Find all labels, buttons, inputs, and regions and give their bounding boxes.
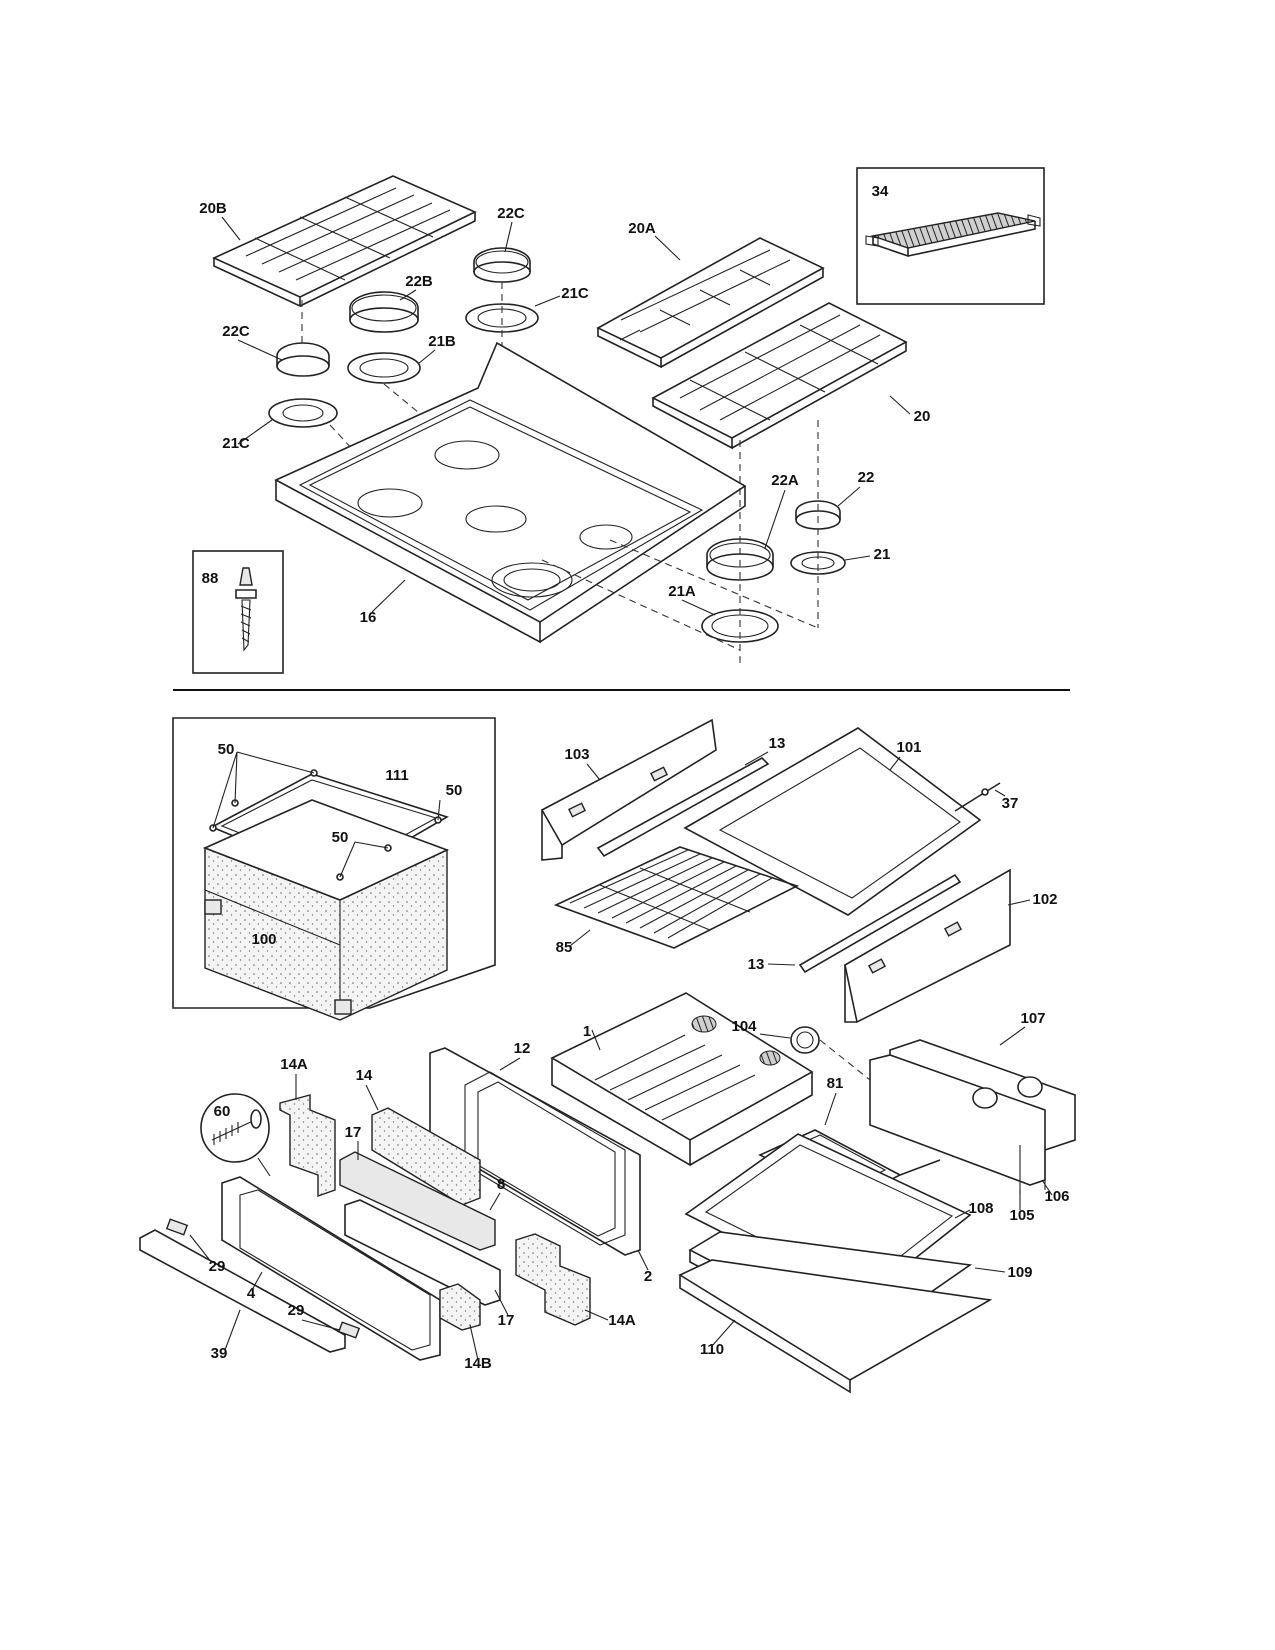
label-20B: 20B <box>199 200 227 217</box>
side-panel-102 <box>844 868 1011 1024</box>
label-50-a: 50 <box>218 741 235 758</box>
label-85: 85 <box>556 939 573 956</box>
label-34: 34 <box>872 183 889 200</box>
burner-ring-21C-left <box>268 398 338 428</box>
griddle-inset-34 <box>856 167 1045 305</box>
label-37: 37 <box>1002 795 1019 812</box>
label-81: 81 <box>827 1075 844 1092</box>
label-17-bottom: 17 <box>498 1312 515 1329</box>
label-108: 108 <box>968 1200 993 1217</box>
label-13-top: 13 <box>769 735 786 752</box>
label-20A: 20A <box>628 220 656 237</box>
label-22: 22 <box>858 469 875 486</box>
burner-ring-21B <box>347 352 421 384</box>
label-leaders <box>189 216 1053 1361</box>
label-60: 60 <box>214 1103 231 1120</box>
label-21B: 21B <box>428 333 456 350</box>
label-105: 105 <box>1009 1207 1034 1224</box>
label-100: 100 <box>251 931 276 948</box>
label-103: 103 <box>564 746 589 763</box>
rack-rail-13-bottom <box>798 873 962 974</box>
label-29-a: 29 <box>209 1258 226 1275</box>
bottom-plate-110 <box>678 1259 993 1394</box>
label-21: 21 <box>874 546 891 563</box>
grate-20A <box>596 237 825 369</box>
label-22B: 22B <box>405 273 433 290</box>
label-110: 110 <box>700 1341 724 1358</box>
insulation-14A-top <box>279 1094 336 1197</box>
label-111: 111 <box>385 767 408 784</box>
label-50-b: 50 <box>446 782 463 799</box>
grate-20B <box>212 175 477 308</box>
oven-rack-85 <box>553 846 800 949</box>
leader-line <box>329 424 396 496</box>
label-20: 20 <box>914 408 931 425</box>
label-13-bottom: 13 <box>748 956 765 973</box>
label-14B: 14B <box>464 1355 492 1372</box>
cooktop-16 <box>274 341 747 644</box>
insulation-14B <box>439 1283 481 1331</box>
label-4: 4 <box>247 1285 256 1302</box>
label-88: 88 <box>202 570 219 587</box>
label-12: 12 <box>514 1040 531 1057</box>
label-14: 14 <box>356 1067 373 1084</box>
screw-inset-88 <box>192 550 284 674</box>
drawer-front-4 <box>221 1176 441 1361</box>
insulation-14 <box>371 1107 481 1206</box>
label-109: 109 <box>1007 1264 1032 1281</box>
burner-cap-22C-top <box>473 247 531 283</box>
grate-20 <box>651 302 908 450</box>
label-21C-left: 21C <box>222 435 250 452</box>
side-panel-103 <box>540 718 717 861</box>
part-labels: 20B 22C 22B 21C 20A 34 22C 21B 21C 20 22… <box>199 183 1069 1372</box>
burner-cap-22C-left <box>276 342 330 377</box>
label-21A: 21A <box>668 583 696 600</box>
label-21C-top: 21C <box>561 285 589 302</box>
channel-17-top <box>339 1151 496 1251</box>
screw-inset-60 <box>200 1093 271 1177</box>
label-104: 104 <box>731 1018 757 1035</box>
label-107: 107 <box>1020 1010 1045 1027</box>
label-16: 16 <box>360 609 377 626</box>
top-panel-101 <box>683 727 982 916</box>
oven-light-104 <box>790 1026 871 1081</box>
label-1: 1 <box>583 1023 591 1040</box>
label-22A: 22A <box>771 472 799 489</box>
handle-39 <box>139 1229 346 1353</box>
leader-line <box>541 559 741 651</box>
back-panels-105-106-107 <box>869 1039 1076 1195</box>
label-14A-top: 14A <box>280 1056 308 1073</box>
label-106: 106 <box>1044 1188 1069 1205</box>
label-102: 102 <box>1032 891 1057 908</box>
label-17-top: 17 <box>345 1124 362 1141</box>
oven-cavity-1 <box>550 992 814 1167</box>
label-22C-left: 22C <box>222 323 250 340</box>
leader-line <box>383 383 471 456</box>
label-50-c: 50 <box>332 829 349 846</box>
label-22C-top: 22C <box>497 205 525 222</box>
label-101: 101 <box>896 739 921 756</box>
label-2: 2 <box>644 1268 652 1285</box>
leader-line <box>609 539 819 629</box>
sensor-37 <box>954 782 1001 812</box>
label-8: 8 <box>497 1176 505 1193</box>
rack-rail-13-top <box>596 757 770 858</box>
drawer-inset-100 <box>172 717 496 1021</box>
bracket-29-right <box>337 1321 361 1339</box>
burner-cap-22B <box>349 291 419 333</box>
label-29-b: 29 <box>288 1302 305 1319</box>
bracket-29-left <box>165 1218 189 1236</box>
label-14A-bottom: 14A <box>608 1312 636 1329</box>
label-39: 39 <box>211 1345 228 1362</box>
insulation-14A-bottom <box>515 1233 591 1326</box>
